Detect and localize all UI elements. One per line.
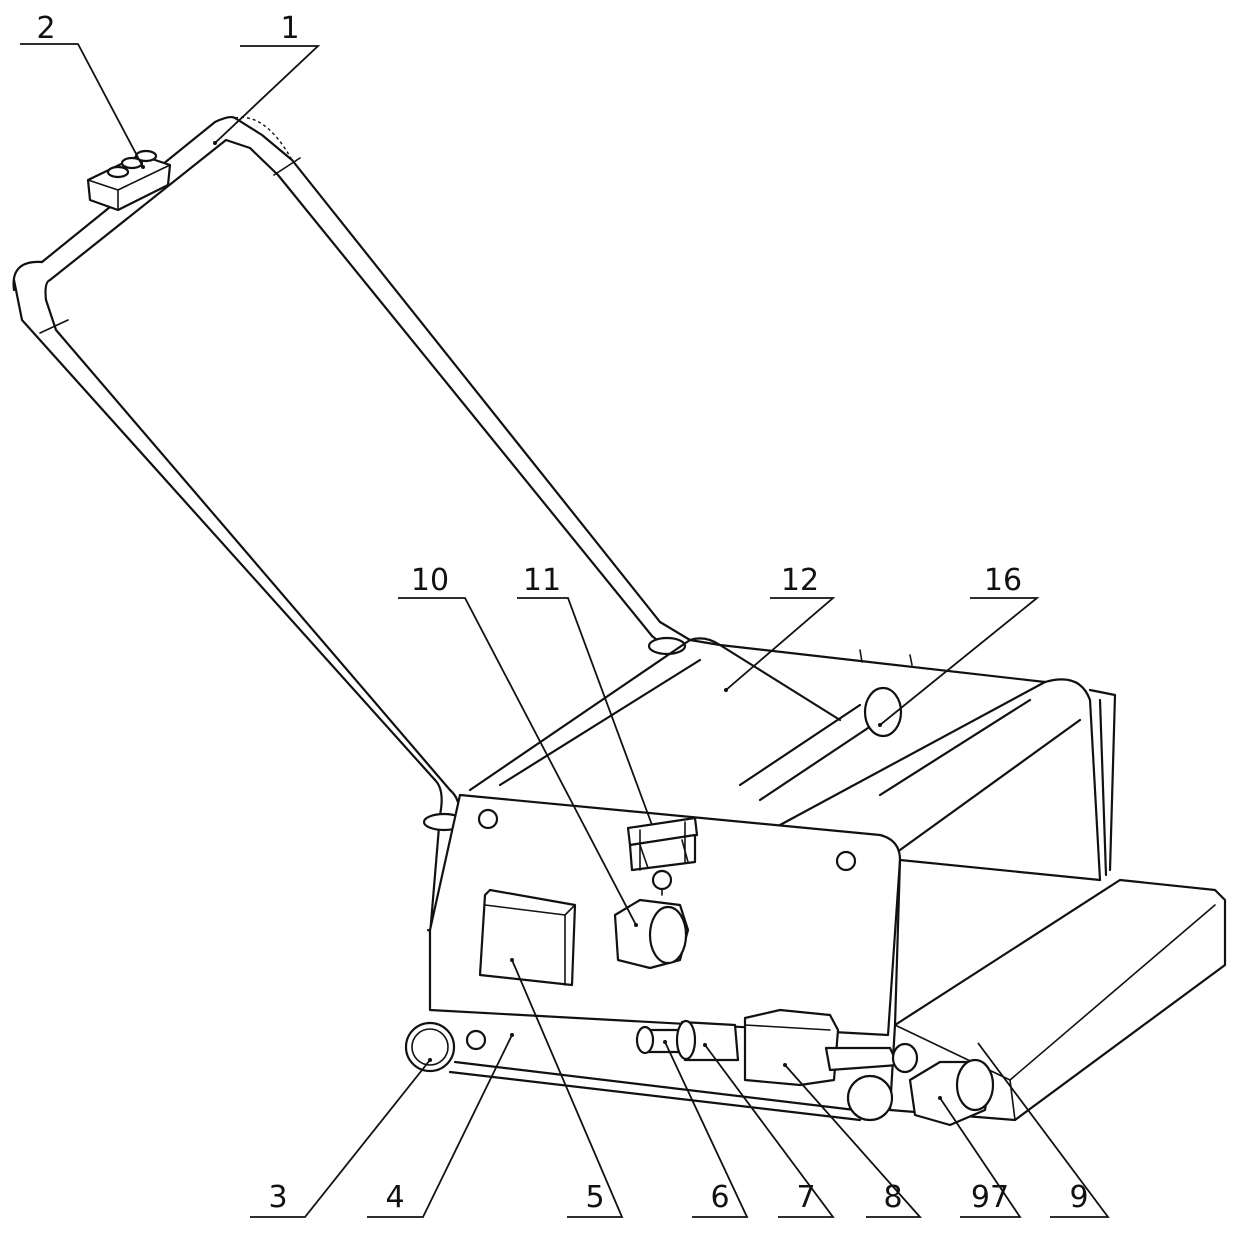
label-9: 9 [1069, 1180, 1088, 1215]
label-8: 8 [883, 1180, 902, 1215]
motor [613, 898, 690, 970]
label-5: 5 [585, 1180, 604, 1215]
label-6: 6 [710, 1180, 729, 1215]
rear-wheel [908, 1058, 995, 1127]
part-labels: 2 1 10 11 12 16 3 4 5 6 7 8 97 9 [36, 11, 1088, 1215]
label-4: 4 [385, 1180, 404, 1215]
drive-shaft-assembly [635, 1008, 919, 1122]
label-11: 11 [523, 563, 561, 598]
control-box [478, 888, 577, 987]
leader-lines [20, 43, 1110, 1218]
front-wheel [404, 1021, 456, 1073]
label-2: 2 [36, 11, 55, 46]
handle-switch [86, 149, 172, 212]
clamp [626, 816, 699, 896]
label-1: 1 [280, 11, 299, 46]
label-12: 12 [781, 563, 819, 598]
label-7: 7 [796, 1180, 815, 1215]
label-97: 97 [971, 1180, 1009, 1215]
leader-anchor-dots [141, 141, 942, 1100]
label-10: 10 [411, 563, 449, 598]
label-16: 16 [984, 563, 1022, 598]
label-3: 3 [268, 1180, 287, 1215]
